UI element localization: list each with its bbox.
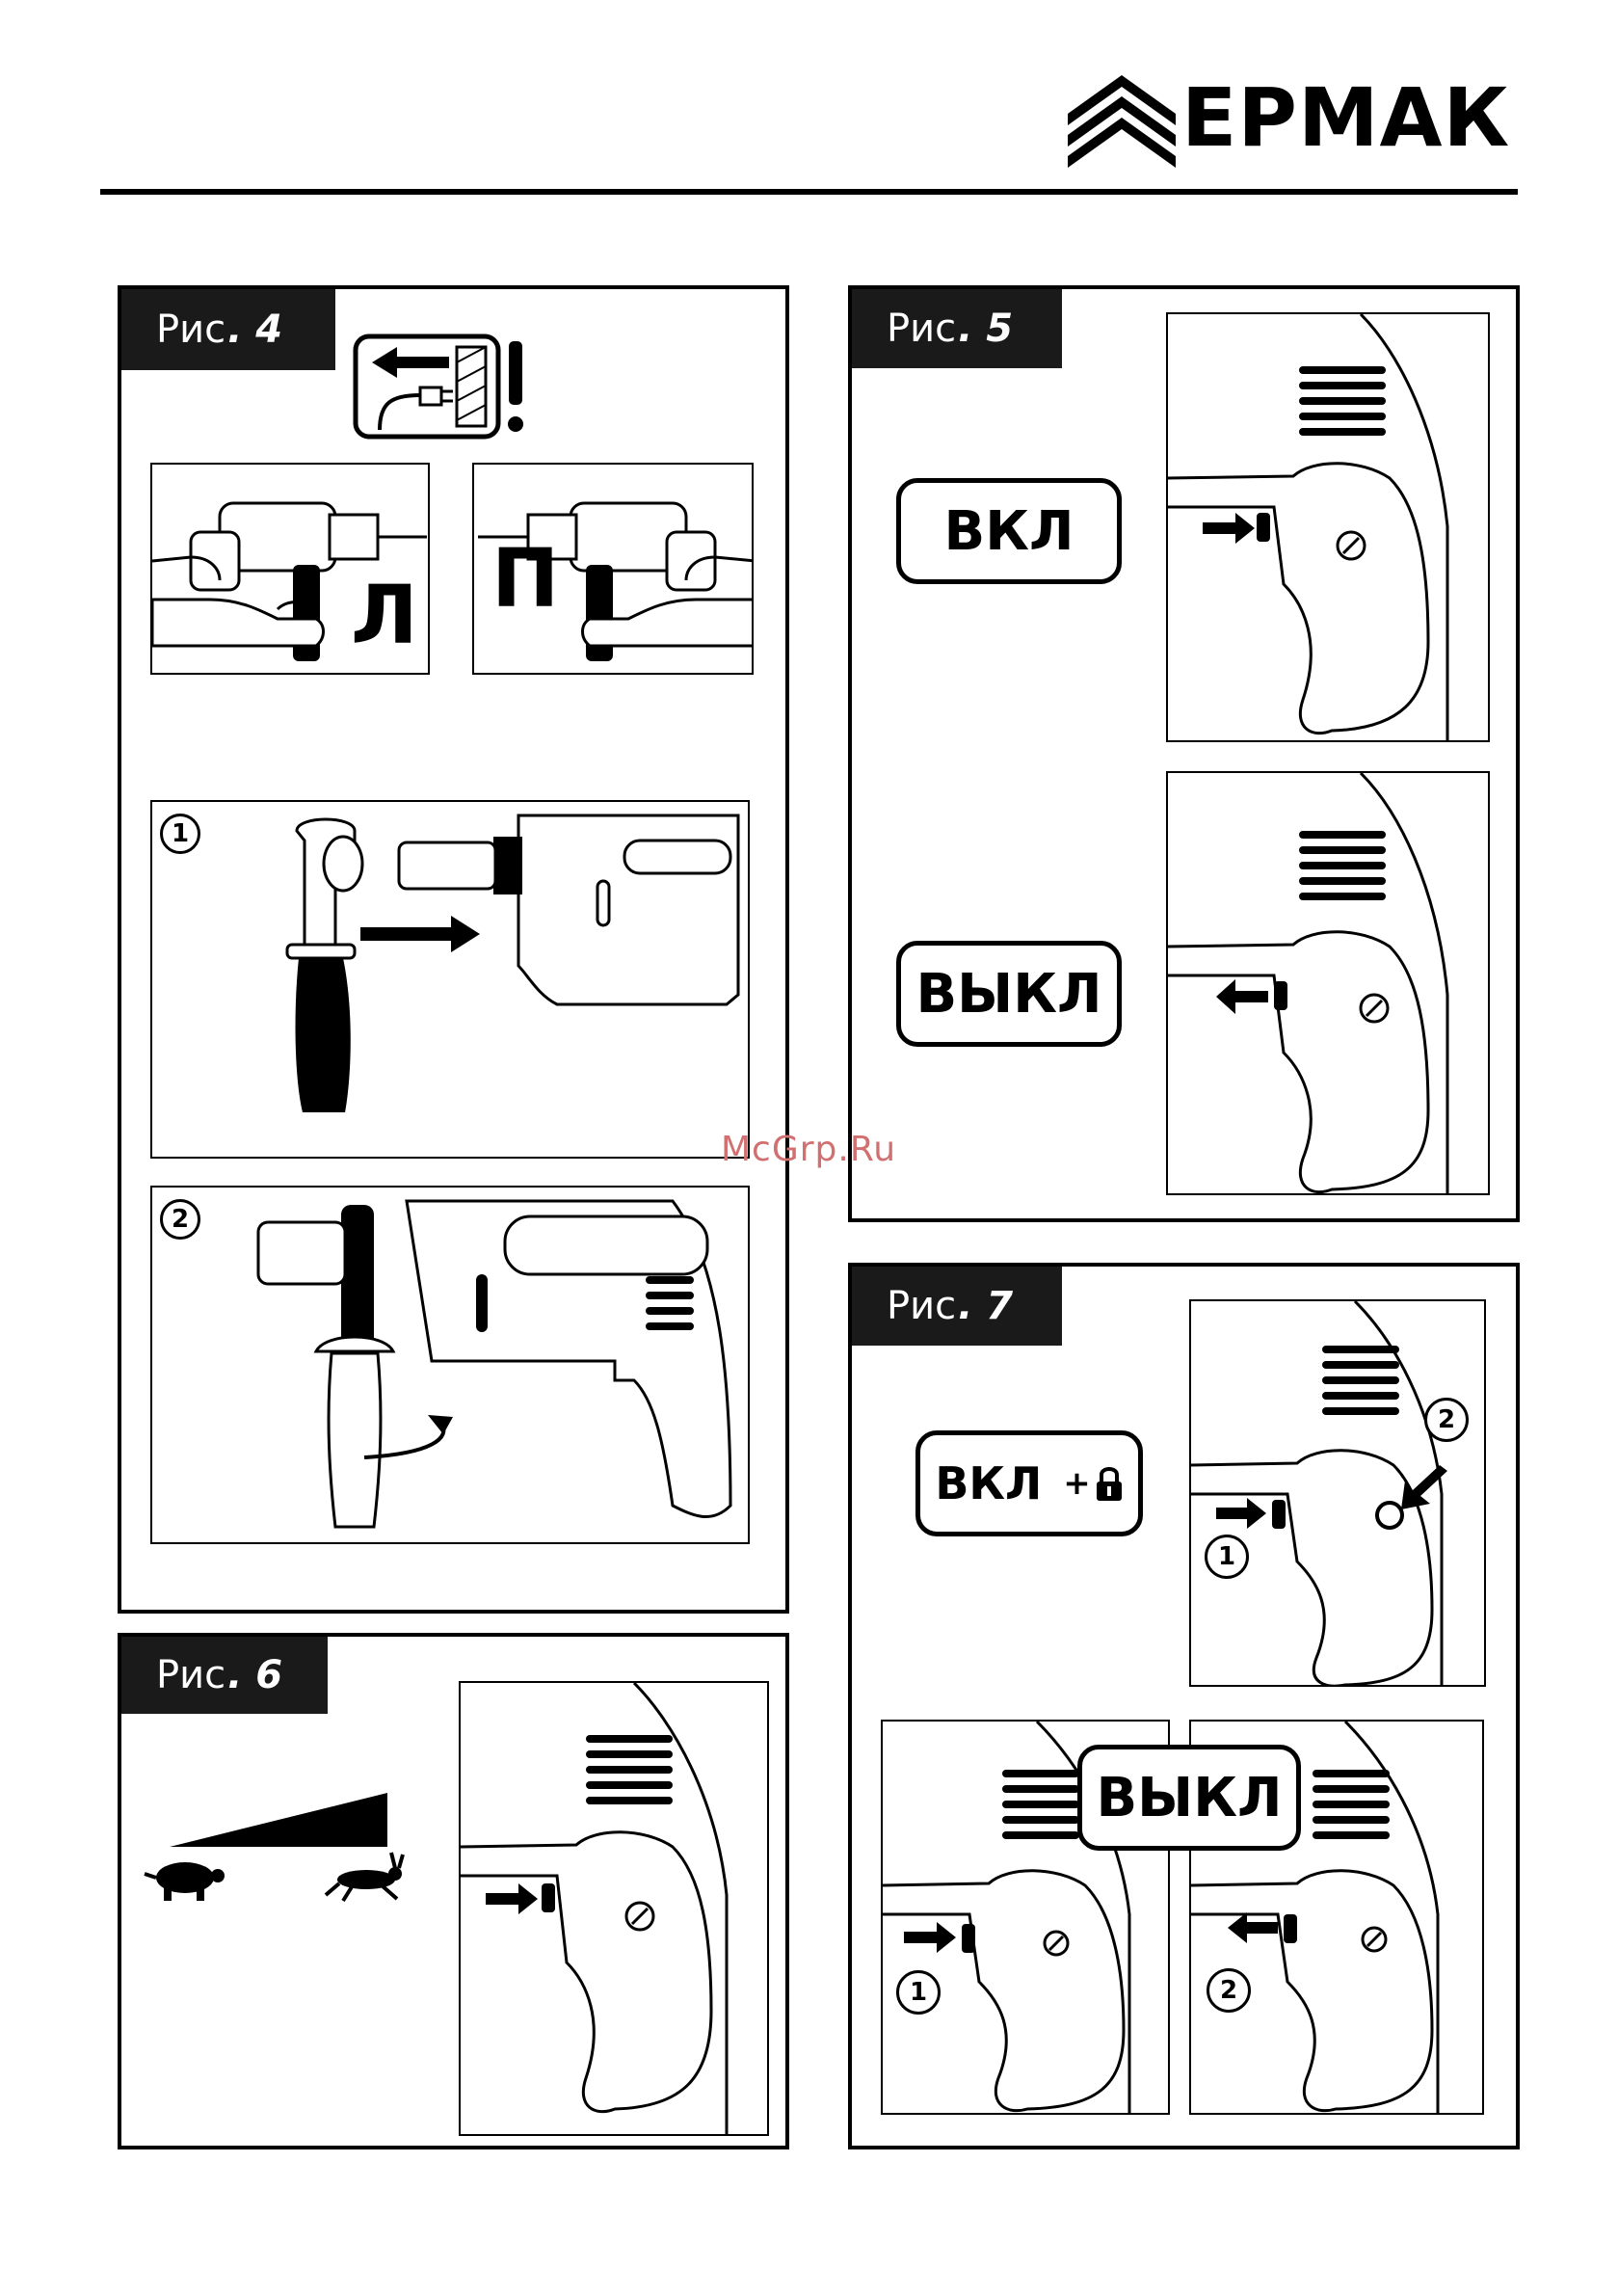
speed-wedge-icon [170, 1791, 391, 1849]
unlock-step-2-number: 2 [1207, 1968, 1251, 2013]
unlock-step-1-number: 1 [896, 1970, 941, 2015]
trigger-on-image [1166, 312, 1490, 742]
on-lock-label: ВКЛ + [915, 1430, 1143, 1536]
figure-5-panel: Рис. 5 ВКЛ ВЫКЛ [848, 285, 1520, 1222]
figure-6-panel: Рис. 6 [118, 1633, 789, 2149]
rabbit-fast-icon [324, 1851, 411, 1905]
step-2-number: 2 [160, 1199, 200, 1240]
brand-logo-mark-icon [1068, 75, 1176, 172]
trigger-off-image [1166, 771, 1490, 1195]
right-letter: П [491, 538, 559, 619]
figure-7-panel: Рис. 7 ВКЛ + 1 2 [848, 1263, 1520, 2149]
speed-trigger-image [459, 1681, 769, 2136]
on-label: ВКЛ [896, 478, 1122, 584]
brand-logo: ЕРМАК [1068, 75, 1521, 191]
figure-4-panel: Рис. 4 Л [118, 285, 789, 1614]
figure-5-label: Рис. 5 [852, 289, 1062, 368]
left-letter: Л [351, 574, 418, 655]
lock-step-1-number: 1 [1205, 1535, 1249, 1579]
right-hand-grip-image: П [472, 463, 754, 675]
attach-handle-step-1-image: 1 [150, 800, 750, 1159]
figure-6-label: Рис. 6 [121, 1637, 328, 1714]
unplug-warning-icon [353, 334, 526, 440]
attach-handle-step-2-image: 2 [150, 1186, 750, 1544]
left-hand-grip-image: Л [150, 463, 430, 675]
watermark: McGrp.Ru [721, 1130, 896, 1169]
off-label: ВЫКЛ [896, 941, 1122, 1047]
lock-button-image: 1 2 [1189, 1299, 1486, 1687]
lock-step-2-number: 2 [1424, 1398, 1469, 1442]
lock-icon [1095, 1464, 1124, 1503]
header-rule [100, 189, 1518, 195]
figure-7-label: Рис. 7 [852, 1267, 1062, 1346]
step-1-number: 1 [160, 814, 200, 854]
brand-logo-text: ЕРМАК [1181, 77, 1510, 158]
figure-4-label: Рис. 4 [121, 289, 335, 370]
off-label-fig7: ВЫКЛ [1077, 1745, 1301, 1851]
turtle-slow-icon [141, 1855, 227, 1903]
